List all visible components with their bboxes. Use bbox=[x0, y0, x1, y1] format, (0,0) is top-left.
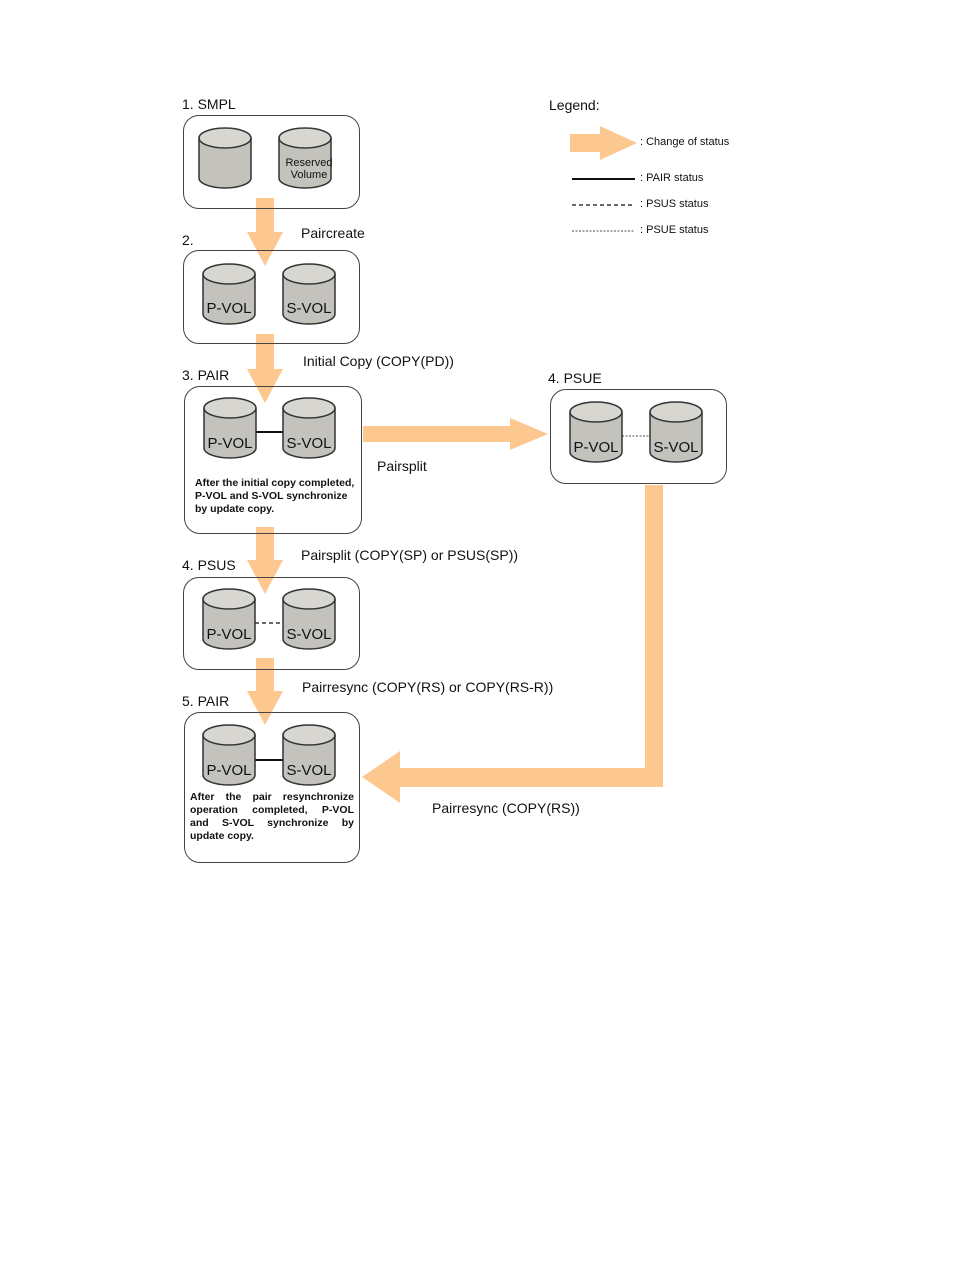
pair1-note-line-2: P-VOL and S-VOL synchronize bbox=[195, 490, 348, 502]
state-title-pair1: 3. PAIR bbox=[182, 367, 230, 383]
arrow-pairresync-return bbox=[362, 485, 663, 803]
state-box-2 bbox=[183, 250, 360, 344]
state-title-pair2: 5. PAIR bbox=[182, 693, 230, 709]
psus-pvol-label: P-VOL bbox=[206, 626, 251, 643]
s2-svol-label: S-VOL bbox=[286, 300, 331, 317]
pair2-svol-label: S-VOL bbox=[286, 762, 331, 779]
state-box-pair2 bbox=[184, 712, 360, 863]
psue-svol-label: S-VOL bbox=[653, 439, 698, 456]
state-title-2: 2. bbox=[182, 232, 194, 248]
state-box-psus bbox=[183, 577, 360, 670]
legend-psue-label: : PSUE status bbox=[640, 224, 709, 236]
pair1-note-line-3: by update copy. bbox=[195, 503, 275, 515]
legend-arrow bbox=[570, 126, 637, 160]
state-box-smpl bbox=[183, 115, 360, 209]
pair2-note: After the pair resynchronize operation c… bbox=[190, 791, 354, 843]
arrow-paircreate bbox=[247, 198, 283, 266]
state-title-smpl: 1. SMPL bbox=[182, 96, 236, 112]
legend-pair-label: : PAIR status bbox=[640, 172, 704, 184]
transition-pairresync-down: Pairresync (COPY(RS) or COPY(RS-R)) bbox=[302, 679, 554, 695]
pair2-note-line-2: operation completed, P-VOL bbox=[190, 804, 354, 816]
pair2-note-line-4: update copy. bbox=[190, 830, 254, 842]
legend-psus-label: : PSUS status bbox=[640, 198, 709, 210]
arrow-initial-copy bbox=[247, 334, 283, 403]
status-arrows bbox=[247, 126, 663, 803]
transition-initial-copy: Initial Copy (COPY(PD)) bbox=[303, 353, 454, 369]
transition-paircreate: Paircreate bbox=[301, 225, 365, 241]
state-box-pair1 bbox=[184, 386, 362, 534]
smpl-reserved-label-2: Volume bbox=[291, 169, 328, 181]
legend-lines bbox=[572, 178, 635, 232]
pair2-note-line-1: After the pair resynchronize bbox=[190, 791, 354, 803]
arrow-pairsplit-down bbox=[247, 527, 283, 594]
state-title-psue: 4. PSUE bbox=[548, 370, 602, 386]
transition-pairresync-return: Pairresync (COPY(RS)) bbox=[432, 800, 580, 816]
pair1-note: After the initial copy completed, P-VOL … bbox=[195, 477, 357, 516]
pair2-note-line-3: and S-VOL synchronize by bbox=[190, 817, 354, 829]
state-box-psue bbox=[550, 389, 727, 484]
transition-pairsplit-right: Pairsplit bbox=[377, 458, 427, 474]
pair1-pvol-label: P-VOL bbox=[207, 435, 252, 452]
arrow-pairresync-down bbox=[247, 658, 283, 725]
legend-title: Legend: bbox=[549, 97, 600, 113]
pair1-note-line-1: After the initial copy completed, bbox=[195, 477, 355, 489]
state-title-psus: 4. PSUS bbox=[182, 557, 236, 573]
transition-pairsplit-down: Pairsplit (COPY(SP) or PSUS(SP)) bbox=[301, 547, 519, 563]
s2-pvol-label: P-VOL bbox=[206, 300, 251, 317]
psue-pvol-label: P-VOL bbox=[573, 439, 618, 456]
pair2-pvol-label: P-VOL bbox=[206, 762, 251, 779]
smpl-reserved-label-1: Reserved bbox=[285, 157, 332, 169]
legend-change-label: : Change of status bbox=[640, 136, 730, 148]
pair1-svol-label: S-VOL bbox=[286, 435, 331, 452]
psus-svol-label: S-VOL bbox=[286, 626, 331, 643]
arrow-pairsplit-right bbox=[363, 418, 548, 450]
